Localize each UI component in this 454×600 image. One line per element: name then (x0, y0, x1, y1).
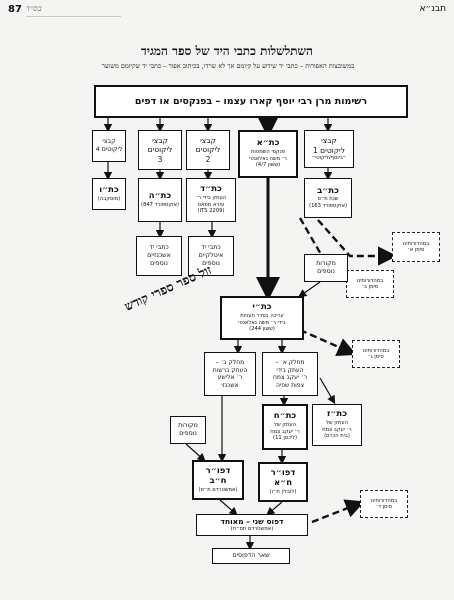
box-ktaw: כת״ו (מוסקבה) (92, 178, 126, 210)
box-lost-2: במהדורותינו סימן ב׳ (346, 270, 394, 298)
box-part-b-label: מחלק ב׳ – העתק ברשות ר׳ אלישע אשכנזי (212, 359, 248, 389)
box-ashkenazi-mss-label: כתבי יד אשכנזיים נוספים (147, 243, 171, 268)
box-ktaw-source: (מוסקבה) (97, 195, 121, 202)
box-lost-3-label: במהדורותינו סימן ג׳ (362, 347, 390, 361)
box-print-2-source: (אמשטרדם תס״ח) (230, 526, 274, 533)
box-italian-mss-label: כתבי יד איטלקיים נוספים (198, 243, 224, 268)
edge-dfs2-lost4 (311, 499, 365, 524)
box-ktach-line: העתק של ר׳ יעקב צמח (270, 422, 300, 435)
box-ktay: כת״י עריכה בסדר תעניות בידי ר׳ משה גאלאנ… (220, 296, 304, 340)
edge-mek2-dfsb (185, 443, 206, 462)
box-sources-1-label: מקורות נוספים (316, 259, 336, 275)
box-part-a: מחלק א׳ – העתק בידי ר׳ יעקב צמח צפות שפי… (262, 352, 318, 396)
box-root: רשימות מרן רבי יוסף קארו עצמו – בפנקסים … (94, 85, 408, 118)
box-ktaa-source: (ששון 4/7) (255, 162, 281, 169)
edge-mek1-ktay (298, 281, 321, 298)
box-ktach: כת״ח העתק של ר׳ יעקב צמח (ליכסן 11) (262, 404, 308, 450)
box-print-a-source: (לובלין ת״ו) (269, 488, 297, 495)
edge-ktab-lost1 (317, 219, 398, 266)
box-lost-1: במהדורותינו סימן א׳ (392, 232, 440, 262)
box-print-a: דפו״ר ח״א (לובלין ת״ו) (258, 462, 308, 502)
box-ktaa-line: פנקסי השמטות ר׳ משה גאלאנטי (249, 149, 287, 162)
box-sources-2: מקורות נוספים (170, 416, 206, 444)
box-ktaa: כת״א פנקסי השמטות ר׳ משה גאלאנטי (ששון 4… (238, 130, 298, 178)
box-lost-1-label: במהדורותינו סימן א׳ (402, 240, 430, 254)
edge-macha-ktaz (319, 377, 336, 405)
box-ktaz-line: העתק של ר׳ יעקב צמח (322, 420, 352, 433)
box-kovetz-1-line: ״ביוסף/ליקוטי״ (311, 155, 347, 162)
underline (26, 16, 121, 17)
box-ktay-source: (ששון 244) (249, 326, 275, 333)
box-ktaa-name: כת״א (256, 138, 280, 149)
box-ktaz-source: (בית הכרם) (324, 433, 350, 440)
handwritten-note: בס״ד (26, 4, 121, 18)
box-kovetz-4-label: קבצי ליקוטים 4 (95, 137, 123, 153)
box-part-a-label: מחלק א׳ – העתק בידי ר׳ יעקב צמח צפות שפי… (272, 359, 308, 389)
box-lost-4-label: במהדורותינו סימן ד׳ (370, 497, 398, 511)
box-kovetz-3: קבצי ליקוטים 3 (138, 130, 182, 170)
box-other-prints: שאר הדפוסים (212, 548, 290, 564)
box-ashkenazi-mss: כתבי יד אשכנזיים נוספים (136, 236, 182, 276)
box-ktad-source: (ITS 2209) (197, 208, 225, 215)
box-lost-4: במהדורותינו סימן ד׳ (360, 490, 408, 518)
edge-dfsb-dfs2 (219, 499, 238, 516)
box-ktad-name: כת״ד (200, 184, 222, 195)
box-print-2: דפוס שני – מאוחד (אמשטרדם תס״ח) (196, 514, 308, 536)
box-kovetz-3-label: קבצי ליקוטים 3 (147, 135, 173, 164)
box-ktay-name: כת״י (252, 302, 272, 313)
box-part-b: מחלק ב׳ – העתק ברשות ר׳ אלישע אשכנזי (204, 352, 256, 396)
box-ktab-line: שנת ת״ס (317, 196, 339, 203)
box-ktad-line: העתק בידי ר׳ עזרא מפאנו (195, 195, 227, 208)
diagram-subtitle: במשובצות האפורות – כתבי יד שידוע על קיומ… (101, 62, 355, 70)
box-print-2-name: דפוס שני – מאוחד (220, 517, 284, 527)
box-ktah-source: (אוקספורד 847) (141, 201, 179, 208)
box-ktaz: כת״ז העתק של ר׳ יעקב צמח (בית הכרם) (312, 404, 362, 446)
box-ktad: כת״ד העתק בידי ר׳ עזרא מפאנו (ITS 2209) (186, 178, 236, 222)
box-kovetz-1: קבצי ליקוטים 1 ״ביוסף/ליקוטי״ (304, 130, 354, 168)
box-kovetz-2: קבצי ליקוטים 2 (186, 130, 230, 170)
box-sources-2-label: מקורות נוספים (178, 421, 198, 437)
box-root-label: רשימות מרן רבי יוסף קארו עצמו – בפנקסים … (134, 96, 368, 107)
box-ktach-name: כת״ח (273, 411, 297, 422)
box-lost-3: במהדורותינו סימן ג׳ (352, 340, 400, 368)
box-ktah: כת״ה (אוקספורד 847) (138, 178, 182, 222)
box-lost-2-label: במהדורותינו סימן ב׳ (356, 277, 384, 291)
page-number: 87 (8, 4, 22, 15)
box-sources-1: מקורות נוספים (304, 254, 348, 282)
box-print-b: דפו״ר ח״ב (אמשטרדם ת״ס) (192, 460, 244, 500)
box-ktaz-name: כת״ז (326, 409, 348, 420)
box-kovetz-1-label: קבצי ליקוטים 1 (313, 136, 345, 155)
diagram-title: השתלשלות כתבי היד של ספר המגיד (141, 44, 313, 58)
box-ktah-name: כת״ה (148, 190, 172, 201)
header-mark: תבנ״א (419, 4, 446, 14)
box-print-b-source: (אמשטרדם ת״ס) (198, 486, 238, 493)
box-ktab-source: (אוקספורד 163) (309, 202, 347, 209)
box-print-a-name: דפו״ר ח״א (270, 467, 296, 488)
edge-ktay-lost3 (299, 328, 357, 356)
box-print-b-name: דפו״ר ח״ב (205, 465, 231, 486)
box-kovetz-4: קבצי ליקוטים 4 (92, 130, 126, 162)
box-kovetz-2-label: קבצי ליקוטים 2 (195, 135, 221, 164)
box-other-prints-label: שאר הדפוסים (232, 551, 270, 559)
edge-dfsa-dfs2 (266, 501, 283, 516)
box-ktaw-name: כת״ו (99, 184, 119, 195)
box-ktay-line: עריכה בסדר תעניות בידי ר׳ משה גאלאנטי (238, 313, 286, 326)
handwritten-note-text: בס״ד (26, 4, 42, 13)
box-italian-mss: כתבי יד איטלקיים נוספים (188, 236, 234, 276)
box-ktab-name: כת״ב (317, 185, 339, 196)
box-ktach-source: (ליכסן 11) (273, 435, 297, 442)
box-ktab: כת״ב שנת ת״ס (אוקספורד 163) (304, 178, 352, 218)
